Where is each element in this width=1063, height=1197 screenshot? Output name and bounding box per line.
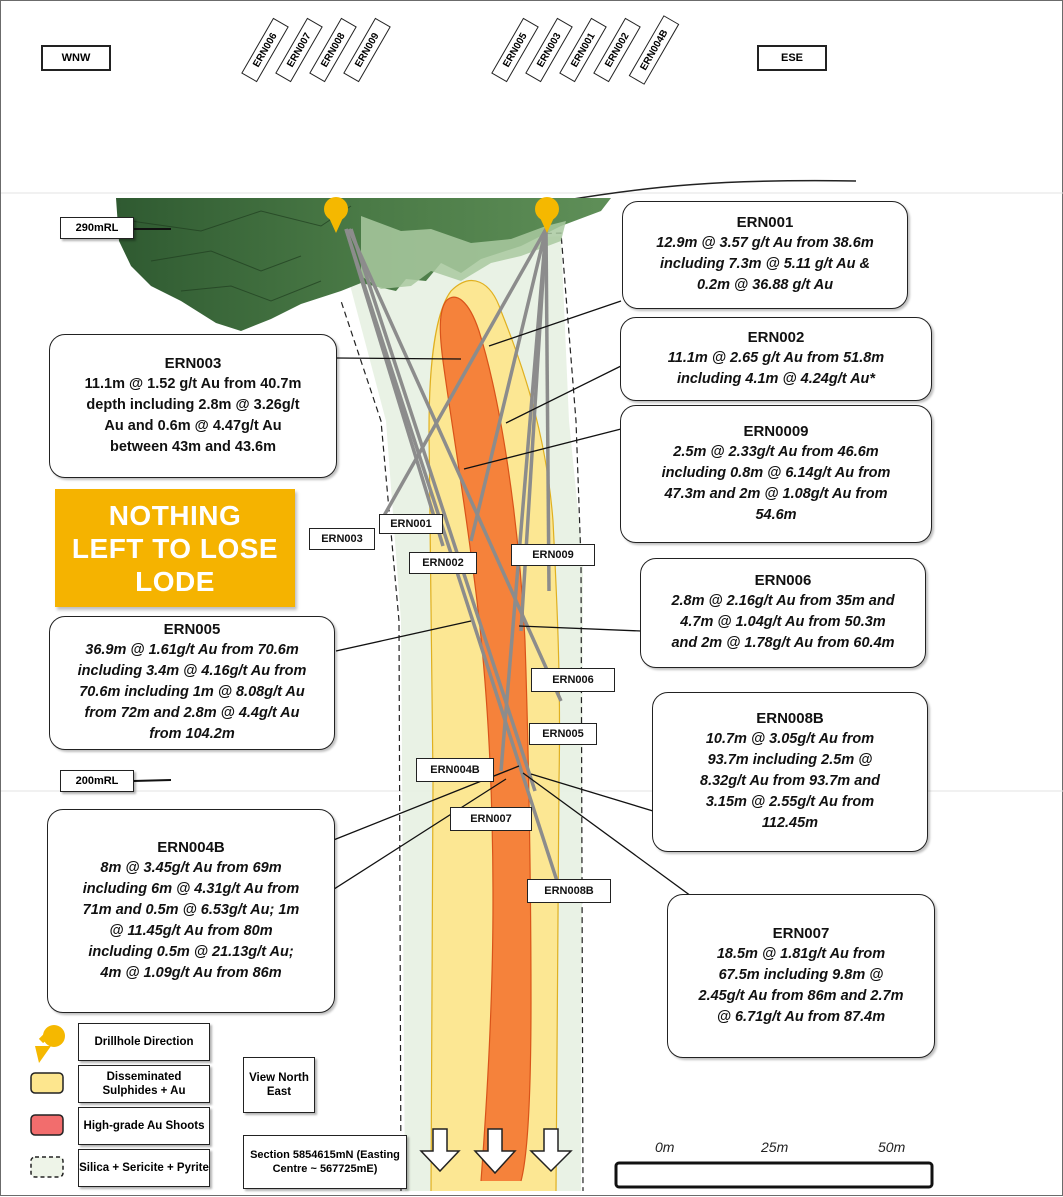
callout-line: 93.7m including 2.5m @ [661, 750, 919, 771]
scale-bar [616, 1163, 932, 1187]
callout-ern0009: ERN0009 2.5m @ 2.33g/t Au from 46.6m inc… [620, 405, 932, 543]
callout-line: 36.9m @ 1.61g/t Au from 70.6m [58, 640, 326, 661]
view-direction-label: View North East [243, 1057, 315, 1113]
trace-label-ern006: ERN006 [531, 668, 615, 692]
callout-title: ERN006 [649, 572, 917, 589]
legend-highgrade-swatch [31, 1115, 63, 1135]
scale-tick-0: 0m [655, 1139, 674, 1155]
callout-line: Au and 0.6m @ 4.47g/t Au [58, 416, 328, 437]
callout-line: including 4.1m @ 4.24g/t Au* [629, 369, 923, 390]
callout-line: including 6m @ 4.31g/t Au from [56, 879, 326, 900]
direction-east-label: ESE [757, 45, 827, 71]
callout-title: ERN004B [56, 839, 326, 856]
legend-silica-swatch [31, 1157, 63, 1177]
callout-title: ERN007 [676, 925, 926, 942]
legend-highgrade-label: High-grade Au Shoots [78, 1107, 210, 1145]
callout-line: including 0.5m @ 21.13g/t Au; [56, 942, 326, 963]
banner-line: LODE [72, 565, 278, 598]
callout-title: ERN001 [631, 214, 899, 231]
trace-label-ern007: ERN007 [450, 807, 532, 831]
trace-label-ern009: ERN009 [511, 544, 595, 566]
callout-line: including 3.4m @ 4.16g/t Au from [58, 661, 326, 682]
legend-drillhole-icon [35, 1025, 65, 1063]
callout-line: 4m @ 1.09g/t Au from 86m [56, 963, 326, 984]
callout-line: 2.5m @ 2.33g/t Au from 46.6m [629, 442, 923, 463]
trace-label-ern003: ERN003 [309, 528, 375, 550]
callout-line: 18.5m @ 1.81g/t Au from [676, 944, 926, 965]
callout-line: 8.32g/t Au from 93.7m and [661, 771, 919, 792]
callout-ern004b: ERN004B 8m @ 3.45g/t Au from 69m includi… [47, 809, 335, 1013]
callout-line: 70.6m including 1m @ 8.08g/t Au [58, 682, 326, 703]
callout-ern008b: ERN008B 10.7m @ 3.05g/t Au from 93.7m in… [652, 692, 928, 852]
legend-silica-label: Silica + Sericite + Pyrite [78, 1149, 210, 1187]
rl-200-label: 200mRL [60, 770, 134, 792]
topography-line [561, 181, 856, 201]
callout-line: 12.9m @ 3.57 g/t Au from 38.6m [631, 233, 899, 254]
callout-ern005: ERN005 36.9m @ 1.61g/t Au from 70.6m inc… [49, 616, 335, 750]
callout-title: ERN003 [58, 355, 328, 372]
callout-ern007: ERN007 18.5m @ 1.81g/t Au from 67.5m inc… [667, 894, 935, 1058]
callout-line: @ 11.45g/t Au from 80m [56, 921, 326, 942]
section-label: Section 5854615mN (Easting Centre ~ 5677… [243, 1135, 407, 1189]
callout-line: 2.45g/t Au from 86m and 2.7m [676, 986, 926, 1007]
legend-drillhole-label: Drillhole Direction [78, 1023, 210, 1061]
callout-title: ERN005 [58, 621, 326, 638]
callout-title: ERN0009 [629, 423, 923, 440]
scale-tick-25: 25m [761, 1139, 788, 1155]
callout-title: ERN008B [661, 710, 919, 727]
callout-line: 10.7m @ 3.05g/t Au from [661, 729, 919, 750]
direction-west-label: WNW [41, 45, 111, 71]
callout-line: 112.45m [661, 813, 919, 834]
trace-label-ern002: ERN002 [409, 552, 477, 574]
callout-line: including 0.8m @ 6.14g/t Au from [629, 463, 923, 484]
trace-label-ern005: ERN005 [529, 723, 597, 745]
callout-line: 4.7m @ 1.04g/t Au from 50.3m [649, 612, 917, 633]
callout-line: 0.2m @ 36.88 g/t Au [631, 275, 899, 296]
callout-ern003: ERN003 11.1m @ 1.52 g/t Au from 40.7m de… [49, 334, 337, 478]
rl-200-tick [133, 780, 171, 781]
callout-line: 11.1m @ 2.65 g/t Au from 51.8m [629, 348, 923, 369]
callout-ern001: ERN001 12.9m @ 3.57 g/t Au from 38.6m in… [622, 201, 908, 309]
callout-ern002: ERN002 11.1m @ 2.65 g/t Au from 51.8m in… [620, 317, 932, 401]
callout-line: 47.3m and 2m @ 1.08g/t Au from [629, 484, 923, 505]
callout-line: 71m and 0.5m @ 6.53g/t Au; 1m [56, 900, 326, 921]
callout-line: between 43m and 43.6m [58, 437, 328, 458]
callout-line: 2.8m @ 2.16g/t Au from 35m and [649, 591, 917, 612]
callout-line: 3.15m @ 2.55g/t Au from [661, 792, 919, 813]
legend-disseminated-label: Disseminated Sulphides + Au [78, 1065, 210, 1103]
trace-label-ern001: ERN001 [379, 514, 443, 534]
rl-290-label: 290mRL [60, 217, 134, 239]
legend-disseminated-swatch [31, 1073, 63, 1093]
callout-line: and 2m @ 1.78g/t Au from 60.4m [649, 633, 917, 654]
callout-title: ERN002 [629, 329, 923, 346]
banner-line: NOTHING [72, 499, 278, 532]
banner-line: LEFT TO LOSE [72, 532, 278, 565]
callout-line: 54.6m [629, 505, 923, 526]
callout-line: 67.5m including 9.8m @ [676, 965, 926, 986]
callout-line: depth including 2.8m @ 3.26g/t [58, 395, 328, 416]
callout-line: including 7.3m @ 5.11 g/t Au & [631, 254, 899, 275]
callout-line: 8m @ 3.45g/t Au from 69m [56, 858, 326, 879]
lode-name-banner: NOTHING LEFT TO LOSE LODE [55, 489, 295, 607]
callout-line: 11.1m @ 1.52 g/t Au from 40.7m [58, 374, 328, 395]
callout-line: from 72m and 2.8m @ 4.4g/t Au [58, 703, 326, 724]
trace-label-ern008b: ERN008B [527, 879, 611, 903]
callout-line: from 104.2m [58, 724, 326, 745]
scale-tick-50: 50m [878, 1139, 905, 1155]
trace-label-ern004b: ERN004B [416, 758, 494, 782]
callout-ern006: ERN006 2.8m @ 2.16g/t Au from 35m and 4.… [640, 558, 926, 668]
callout-line: @ 6.71g/t Au from 87.4m [676, 1007, 926, 1028]
